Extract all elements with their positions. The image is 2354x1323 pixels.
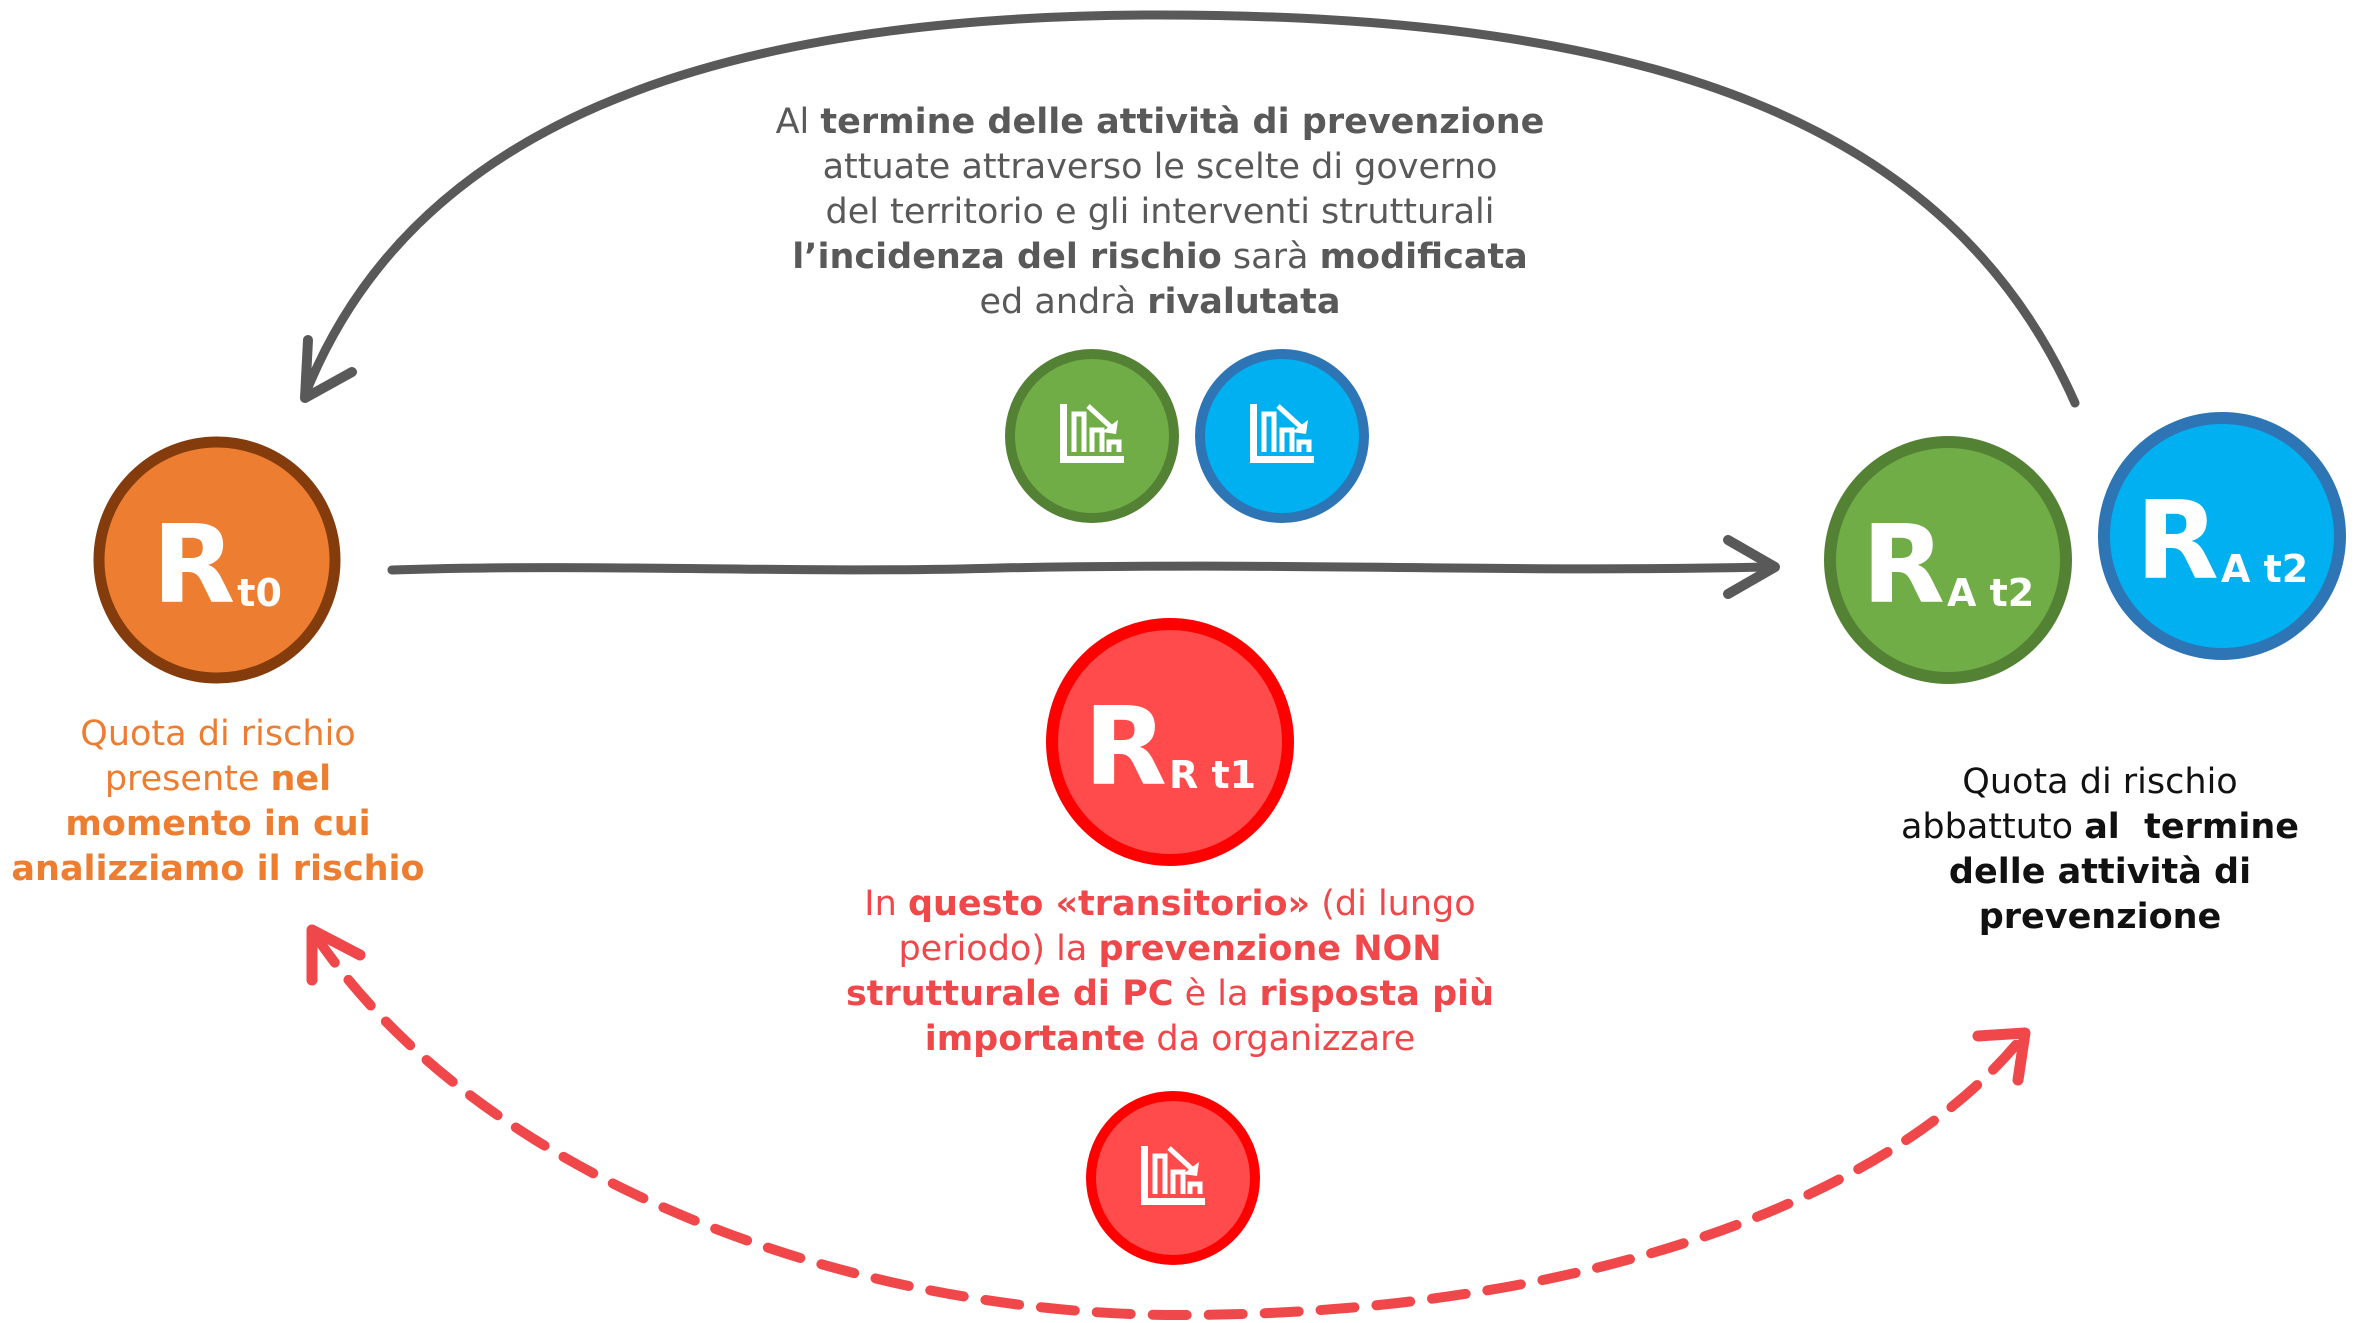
rat2-blue-letter: R bbox=[2135, 479, 2219, 604]
left-description: Quota di rischio presente nel momento in… bbox=[0, 712, 436, 892]
right-l3: delle attività di bbox=[1948, 852, 2252, 892]
horizontal-arrowhead bbox=[1723, 535, 1780, 599]
rrt1-subscript: R t1 bbox=[1169, 753, 1257, 797]
right-l2a: abbattuto bbox=[1900, 807, 2085, 847]
left-l2b: nel bbox=[270, 759, 332, 799]
top-feedback-arrowhead bbox=[300, 335, 357, 403]
top-l4b: sarà bbox=[1221, 237, 1320, 277]
rat2-blue-circle bbox=[2098, 412, 2346, 660]
left-l2a: presente bbox=[104, 759, 271, 799]
rrt1-circle bbox=[1046, 618, 1294, 866]
bottom-dashed-arrow bbox=[310, 930, 2025, 1321]
top-l4c: modificata bbox=[1319, 237, 1528, 277]
center-l3b: è la bbox=[1173, 974, 1260, 1014]
center-description: In questo «transitorio» (di lungo period… bbox=[790, 882, 1550, 1062]
rt0-subscript: t0 bbox=[237, 571, 282, 615]
rat2-green-circle bbox=[1824, 436, 2072, 684]
top-l4a: l’incidenza del rischio bbox=[792, 237, 1222, 277]
left-l4: analizziamo il rischio bbox=[11, 849, 425, 889]
center-l4a: importante bbox=[924, 1019, 1146, 1059]
bottom-dashed-arrowhead-right bbox=[1972, 1027, 2031, 1086]
center-l3a: strutturale di PC bbox=[845, 974, 1174, 1014]
left-l1: Quota di rischio bbox=[80, 714, 356, 754]
right-l2b: al termine bbox=[2084, 807, 2300, 847]
right-l4: prevenzione bbox=[1978, 897, 2222, 937]
bottom-red-chart-down-icon bbox=[1086, 1091, 1260, 1265]
bottom-dashed-arrowhead-left bbox=[306, 924, 366, 986]
left-l3: momento in cui bbox=[65, 804, 371, 844]
top-description: Al termine delle attività di prevenzione… bbox=[650, 100, 1670, 325]
top-l1b: termine delle attività di prevenzione bbox=[820, 102, 1545, 142]
top-l3: del territorio e gli interventi struttur… bbox=[825, 192, 1495, 232]
rat2-green-subscript: A t2 bbox=[1946, 571, 2035, 615]
top-l5a: ed andrà bbox=[979, 282, 1148, 322]
center-l2b: prevenzione NON bbox=[1098, 929, 1442, 969]
rat2-blue-subscript: A t2 bbox=[2220, 547, 2309, 591]
right-description: Quota di rischio abbattuto al termine de… bbox=[1850, 760, 2350, 940]
top-l1a: Al bbox=[775, 102, 821, 142]
center-l2a: periodo) la bbox=[898, 929, 1099, 969]
rt0-circle bbox=[93, 436, 341, 684]
center-l3c: risposta più bbox=[1259, 974, 1495, 1014]
center-l1a: In bbox=[864, 884, 908, 924]
top-l5b: rivalutata bbox=[1147, 282, 1341, 322]
right-l1: Quota di rischio bbox=[1962, 762, 2238, 802]
rrt1-letter: R bbox=[1083, 685, 1168, 810]
top-blue-chart-down-icon bbox=[1195, 349, 1369, 523]
horizontal-arrow bbox=[387, 561, 1770, 575]
rt0-letter: R bbox=[152, 503, 236, 628]
top-l2: attuate attraverso le scelte di governo bbox=[822, 147, 1498, 187]
top-green-chart-down-icon bbox=[1005, 349, 1179, 523]
rat2-green-letter: R bbox=[1861, 503, 1945, 628]
center-l4b: da organizzare bbox=[1145, 1019, 1416, 1059]
top-feedback-arrow bbox=[300, 10, 2080, 408]
center-l1b: questo «transitorio» bbox=[907, 884, 1311, 924]
center-l1c: (di lungo bbox=[1310, 884, 1476, 924]
